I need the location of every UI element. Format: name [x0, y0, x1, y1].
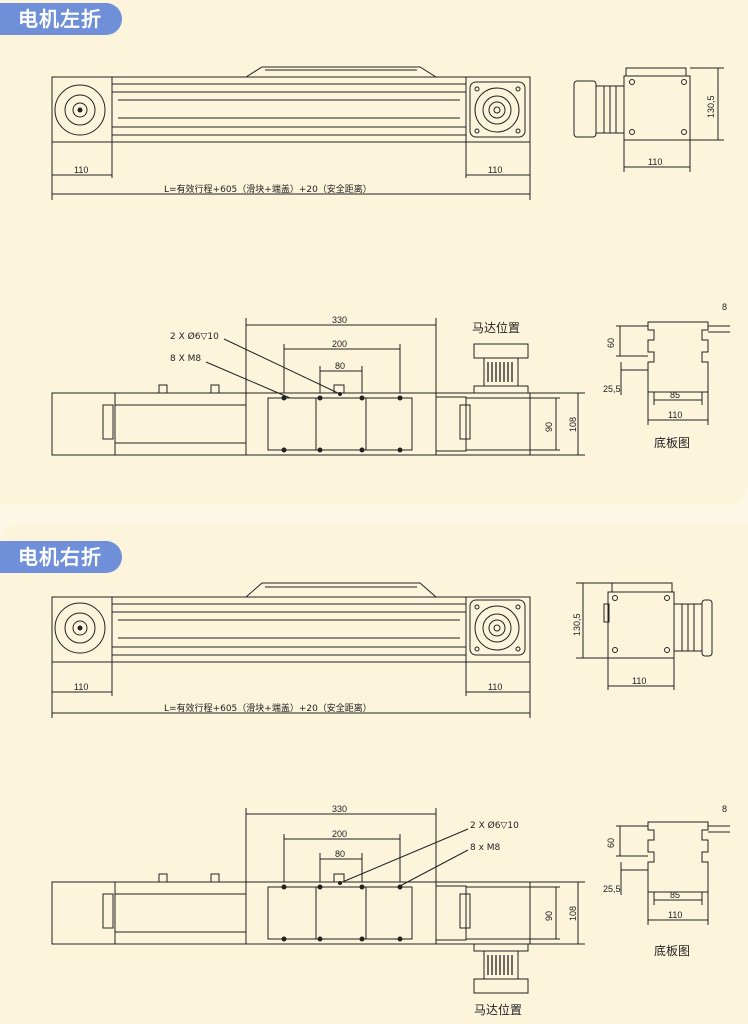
dim-height-outer: 108	[568, 417, 578, 432]
side-view-box	[607, 591, 675, 659]
base-dim-60: 60	[606, 338, 616, 348]
base-dim-8: 8	[722, 804, 727, 814]
slider-block	[245, 881, 437, 945]
callout-pin-holes: 2 X Ø6▽10	[170, 331, 219, 342]
rail-top-view	[51, 76, 531, 143]
base-dim-25-5: 25,5	[603, 384, 621, 394]
dim-right-end: 110	[488, 682, 502, 692]
dim-height-inner: 90	[544, 422, 554, 432]
dim-height-inner: 90	[544, 911, 554, 921]
mounting-holes	[281, 392, 403, 453]
rail-front-view	[51, 392, 531, 456]
dim-side-width: 110	[632, 676, 646, 686]
base-plate-label: 底板图	[654, 943, 690, 958]
base-dim-85: 85	[670, 390, 680, 400]
dim-height-outer: 108	[568, 906, 578, 921]
base-dim-85: 85	[670, 890, 680, 900]
length-formula: L=有效行程+605（滑块+端盖）+20（安全距离）	[164, 702, 372, 714]
dim-left-end: 110	[74, 682, 88, 692]
callout-thread-holes: 8 X M8	[170, 354, 201, 364]
dim-slot-c: 80	[335, 849, 345, 859]
base-dim-60: 60	[606, 838, 616, 848]
dim-right-end: 110	[488, 165, 502, 175]
base-plate	[647, 321, 709, 393]
dim-left-end: 110	[74, 165, 88, 175]
dim-slot-b: 200	[332, 339, 347, 349]
pulley-left	[54, 84, 106, 136]
mounting-holes	[281, 881, 403, 942]
base-dim-110: 110	[668, 910, 682, 920]
section-title: 电机左折	[0, 3, 122, 35]
callout-thread-holes: 8 x M8	[470, 843, 501, 853]
section-title: 电机右折	[0, 541, 122, 573]
drawing-motor-right: 110 110 L=有效行程+605（滑块+端盖）+20（安全距离） 130,5…	[51, 582, 730, 1017]
section-motor-left: 电机左折	[0, 0, 748, 505]
dim-slot-a: 330	[332, 804, 347, 814]
motor-face-right	[469, 599, 526, 656]
length-formula: L=有效行程+605（滑块+端盖）+20（安全距离）	[164, 183, 372, 195]
drawing-motor-left: 110 110 L=有效行程+605（滑块+端盖）+20（安全距离） 130,5…	[51, 66, 730, 456]
dim-side-width: 110	[648, 157, 662, 167]
base-dim-8: 8	[722, 302, 727, 312]
dim-slot-b: 200	[332, 829, 347, 839]
callout-pin-holes: 2 X Ø6▽10	[470, 820, 519, 831]
pulley-left	[54, 602, 106, 654]
motor-position-label: 马达位置	[472, 320, 520, 335]
dim-side-height: 130,5	[572, 613, 582, 636]
dim-side-height: 130,5	[706, 95, 716, 118]
base-dim-25-5: 25,5	[603, 884, 621, 894]
dim-slot-a: 330	[332, 315, 347, 325]
rail-front-view	[51, 881, 531, 945]
base-plate-label: 底板图	[654, 435, 690, 450]
dim-slot-c: 80	[335, 361, 345, 371]
motor-position-label: 马达位置	[474, 1002, 522, 1017]
rail-top-view	[51, 596, 531, 663]
slider-block	[245, 392, 437, 456]
base-dim-110: 110	[668, 410, 682, 420]
section-motor-right: 电机右折	[0, 523, 748, 1024]
motor-face-right	[469, 81, 526, 138]
base-plate	[647, 821, 709, 893]
